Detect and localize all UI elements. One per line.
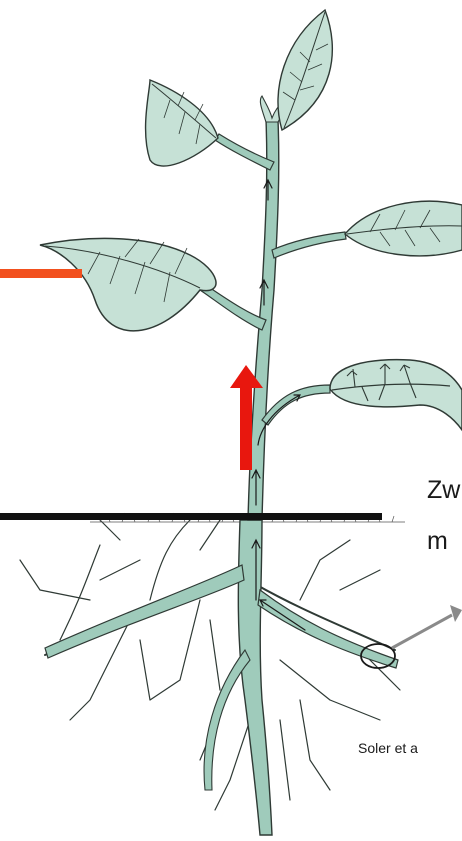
pointer-arrow [392,605,462,648]
leaf-large-left [40,238,216,330]
branch-stem-lower-right [262,385,330,425]
ground-line [0,513,382,520]
leaf-lower-right [330,360,462,430]
taproot [238,520,272,835]
leaf-right [345,201,462,256]
leaf-upper-left [146,80,218,166]
label-zw: Zw [427,476,460,505]
label-m: m [427,527,448,556]
orange-pointer-line [0,269,82,278]
source-citation: Soler et a [358,740,418,756]
branch-stem-upper-left [215,134,274,170]
branch-stem-right [272,232,346,258]
leaf-top [278,10,332,130]
lateral-root-left [45,565,244,658]
lateral-root-right [258,590,398,668]
